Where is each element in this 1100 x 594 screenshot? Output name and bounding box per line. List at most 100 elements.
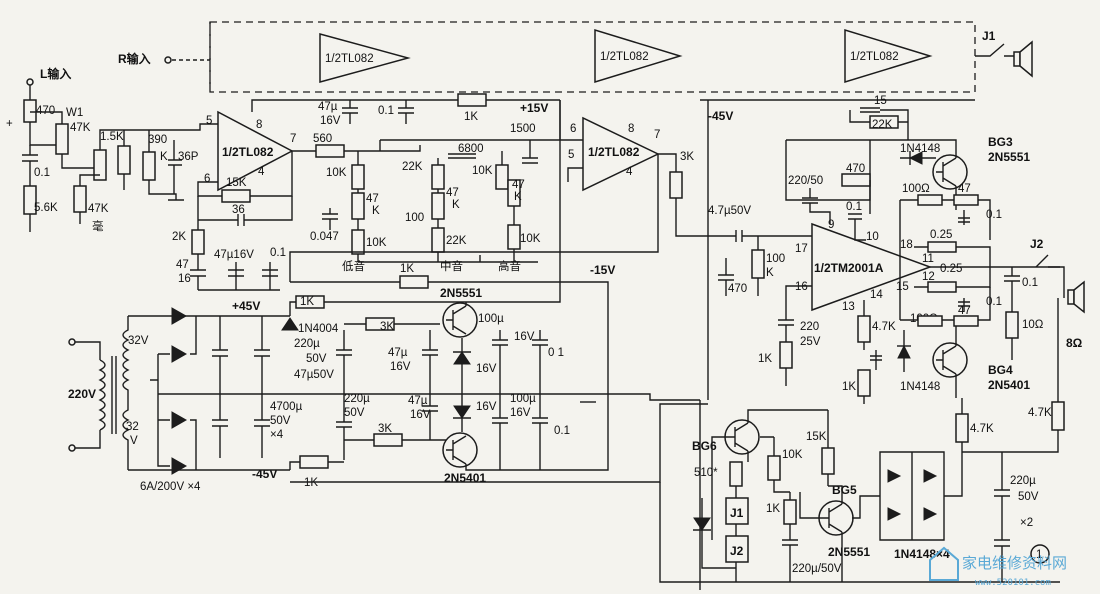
bg4-type: 2N5401 <box>988 378 1030 392</box>
prot-r510: 510* <box>694 467 718 479</box>
amp-r3k: 3K <box>680 151 694 163</box>
rectifier-d4-icon <box>171 457 188 475</box>
ps-c01-top: 0 1 <box>548 347 564 359</box>
ps-c47u-bot-v: 16V <box>410 409 431 421</box>
protection-circuit: BG6 510* J1 J2 15K 10K 1K 220µ/50V BG5 2… <box>659 298 1065 590</box>
c47-16-label: 16 <box>178 273 191 285</box>
tone-mid: 中音 <box>440 259 463 273</box>
ps-c220u-v: 50V <box>306 353 327 365</box>
pot-w1 <box>55 123 69 155</box>
tone-treble: 高音 <box>498 259 521 273</box>
rail-p15: +15V <box>520 101 548 115</box>
bg3-type: 2N5551 <box>988 150 1030 164</box>
ps-z16-bot: 16V <box>476 401 497 413</box>
ps-c100u-bot: 100µ <box>510 393 536 405</box>
r15k-label: 1.5K <box>100 131 124 143</box>
tone-pot-b-k: K <box>452 199 460 211</box>
r390-label: 390 <box>148 134 167 146</box>
prot-c220u: 220µ <box>1010 475 1036 487</box>
u1-pin8: 8 <box>256 119 262 131</box>
resistor-560 <box>315 144 345 158</box>
tone-r1k-bot: 1K <box>400 263 414 275</box>
tone-c0047: 0.047 <box>310 231 339 243</box>
resistor-4-7k-prot-b <box>1051 401 1065 431</box>
tone-pot-c-k: K <box>514 191 522 203</box>
amp-c220-25v: 25V <box>800 336 821 348</box>
resistor-1k-prot <box>783 499 797 525</box>
resistor-10k-b <box>351 229 365 255</box>
resistor-15k-prot <box>821 447 835 475</box>
rectifier-d1-icon <box>171 307 188 325</box>
resistor-15k-fb <box>221 189 251 203</box>
ic-pin12: 12 <box>922 271 935 283</box>
r2k-label: 2K <box>172 231 186 243</box>
relay-coil-j2 <box>725 535 749 563</box>
tone-c1500: 1500 <box>510 123 536 135</box>
power-ic-body <box>811 222 933 312</box>
ps-220v: 220V <box>68 387 96 401</box>
amp-r025a: 0.25 <box>930 229 952 241</box>
resistor-4-7k-prot-a <box>955 413 969 443</box>
circle-mark-icon <box>1030 544 1050 564</box>
diode-bot-icon <box>897 344 911 359</box>
resistor-390k <box>117 145 131 175</box>
bg3-label: BG3 <box>988 135 1013 149</box>
ic-pin16: 16 <box>795 281 808 293</box>
resistor-10k-a <box>351 164 365 190</box>
r390k-label: K <box>160 151 168 163</box>
u1-pin4: 4 <box>258 166 265 178</box>
watermark: 家电维修资料网 www.520101.com <box>929 546 1067 588</box>
resistor-4-7k-amp <box>857 315 871 343</box>
resistor-390 <box>142 151 156 181</box>
rail-p45: +45V <box>232 299 260 313</box>
tone-r10k-b: 10K <box>366 237 387 249</box>
ps-c100u-top: 100µ <box>478 313 504 325</box>
u1-pin5: 5 <box>206 115 212 127</box>
ic-pin17: 17 <box>795 243 808 255</box>
left-input-symbol: + <box>6 118 13 130</box>
resistor-47-a <box>953 194 979 206</box>
relay-coil-j1 <box>725 497 749 525</box>
tone-pot-c: 47 <box>512 179 525 191</box>
prot-c220u-v: 50V <box>1018 491 1039 503</box>
rectifier-d2-icon <box>171 345 188 363</box>
pot47k-label: 47K <box>88 203 109 215</box>
resistor-025-b <box>927 281 957 293</box>
ps-q-top: 2N5551 <box>440 286 482 300</box>
prot-bridge: 1N4148×4 <box>894 547 950 561</box>
ic-pin15: 15 <box>896 281 909 293</box>
rectifier-d3-icon <box>171 411 188 429</box>
u2-pin6: 6 <box>570 123 576 135</box>
pot-47k <box>73 185 87 213</box>
r-opamp-1 <box>319 33 411 83</box>
resistor-22k-b <box>431 227 445 253</box>
amp-r10: 10Ω <box>1022 319 1044 331</box>
tone-control: 47µ 16V 0.1 1K +15V 560 1500 6800 10K 47… <box>251 93 615 290</box>
w1-label: W1 <box>66 107 83 119</box>
ps-32v-b-v: V <box>130 435 138 447</box>
power-amp-stage: -45V 4.7µ50V 100 K 470 1/2TM2001A 17 16 … <box>700 95 1085 404</box>
ic-pin11: 11 <box>922 253 934 265</box>
tone-bass: 低音 <box>342 259 365 273</box>
u1-pin7: 7 <box>290 133 296 145</box>
resistor-2k <box>191 229 205 255</box>
prot-j1: J1 <box>730 506 744 520</box>
left-input-label: L输入 <box>40 66 71 81</box>
resistor-025-a <box>927 241 957 253</box>
amp-r47b: 47 <box>958 305 971 317</box>
opamp-u1-body <box>217 110 294 192</box>
tone-c01: 0.1 <box>378 105 394 117</box>
amp-c01: 0.1 <box>846 201 862 213</box>
ps-c4700-x: ×4 <box>270 429 284 441</box>
ps-r3k-top: 3K <box>380 321 394 333</box>
u2-pin8: 8 <box>628 123 634 135</box>
ps-d1n4004: 1N4004 <box>298 323 339 335</box>
ic-pin13: 13 <box>842 301 855 313</box>
prot-r1k: 1K <box>766 503 780 515</box>
pot-mid <box>431 192 445 220</box>
opamp-u1-label: 1/2TL082 <box>222 145 274 159</box>
ps-r1k-bot: 1K <box>304 477 318 489</box>
ps-c4700-v: 50V <box>270 415 291 427</box>
r56k-label: 5.6K <box>34 202 58 214</box>
